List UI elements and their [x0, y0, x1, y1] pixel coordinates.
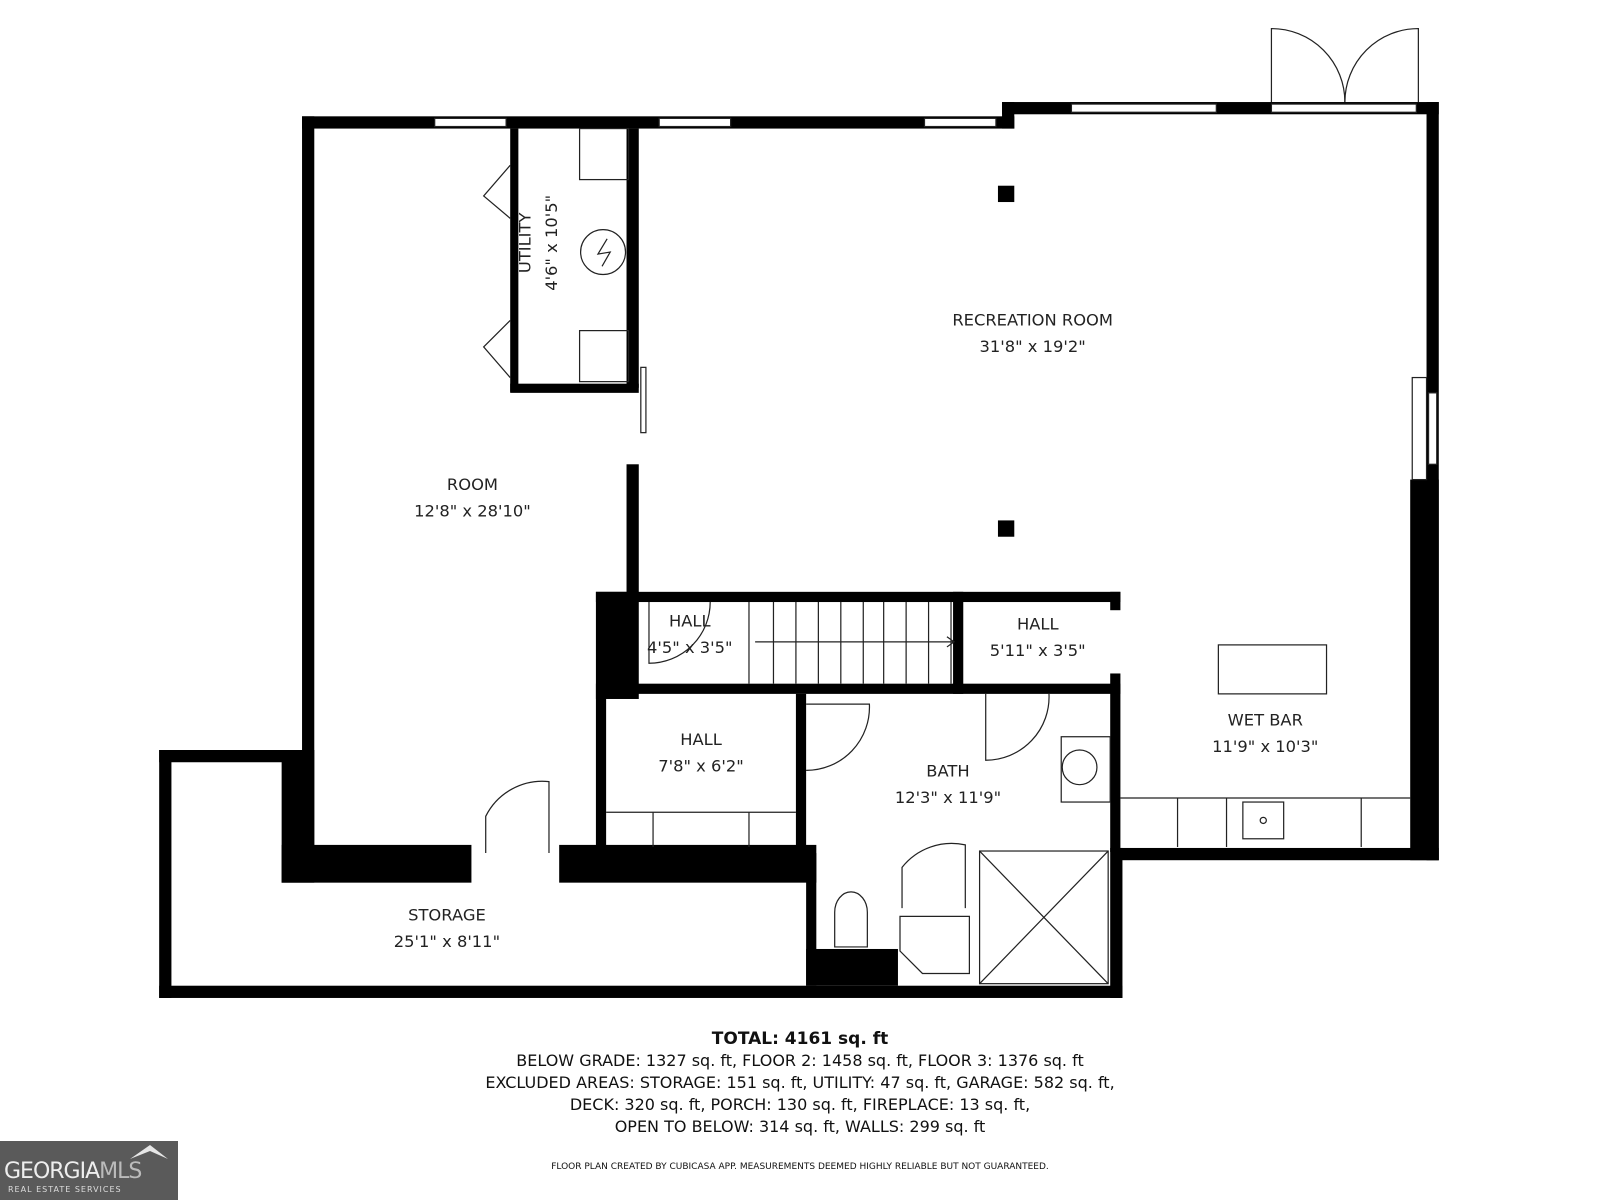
georgia-mls-logo: GEORGIAMLS REAL ESTATE SERVICES: [0, 1141, 178, 1200]
water-heater-icon: [580, 228, 627, 276]
storage-dims: 25'1" x 8'11": [394, 932, 500, 951]
hall-2-label: HALL: [1017, 615, 1059, 634]
wet-bar-dims: 11'9" x 10'3": [1212, 737, 1318, 756]
room-label: ROOM: [447, 475, 498, 494]
room-dims: 12'8" x 28'10": [414, 501, 531, 520]
wet-bar-label: WET BAR: [1228, 711, 1303, 730]
stairs: [748, 602, 956, 684]
total-area: TOTAL: 4161 sq. ft: [711, 1029, 889, 1049]
walls: [159, 102, 1439, 998]
bath-dims: 12'3" x 11'9": [895, 788, 1001, 807]
disclaimer: FLOOR PLAN CREATED BY CUBICASA APP. MEAS…: [551, 1162, 1049, 1172]
hall-2-dims: 5'11" x 3'5": [990, 641, 1086, 660]
logo-subtitle: REAL ESTATE SERVICES: [8, 1185, 122, 1194]
recreation-room-label: RECREATION ROOM: [952, 311, 1113, 330]
summary-line-4: OPEN TO BELOW: 314 sq. ft, WALLS: 299 sq…: [614, 1117, 986, 1136]
utility-dims: 4'6" x 10'5": [542, 195, 561, 291]
utility-label: UTILITY: [516, 213, 535, 274]
logo-text: GEORGIA: [4, 1159, 100, 1184]
bath-label: BATH: [926, 762, 969, 781]
area-summary: TOTAL: 4161 sq. ft BELOW GRADE: 1327 sq.…: [0, 1028, 1600, 1138]
hall-3-dims: 7'8" x 6'2": [658, 756, 744, 775]
hall-3-label: HALL: [680, 730, 722, 749]
hall-1-label: HALL: [669, 612, 711, 631]
summary-line-2: EXCLUDED AREAS: STORAGE: 151 sq. ft, UTI…: [485, 1073, 1115, 1092]
logo-accent: MLS: [99, 1159, 142, 1184]
storage-label: STORAGE: [408, 905, 486, 924]
recreation-room-dims: 31'8" x 19'2": [980, 337, 1086, 356]
summary-line-1: BELOW GRADE: 1327 sq. ft, FLOOR 2: 1458 …: [516, 1051, 1084, 1070]
hall-1-dims: 4'5" x 3'5": [647, 638, 733, 657]
fixtures: [578, 127, 1411, 985]
doors: [482, 27, 1419, 909]
windows: [434, 103, 1438, 481]
room-labels: UTILITY 4'6" x 10'5" RECREATION ROOM 31'…: [394, 195, 1319, 951]
summary-line-3: DECK: 320 sq. ft, PORCH: 130 sq. ft, FIR…: [569, 1095, 1031, 1114]
